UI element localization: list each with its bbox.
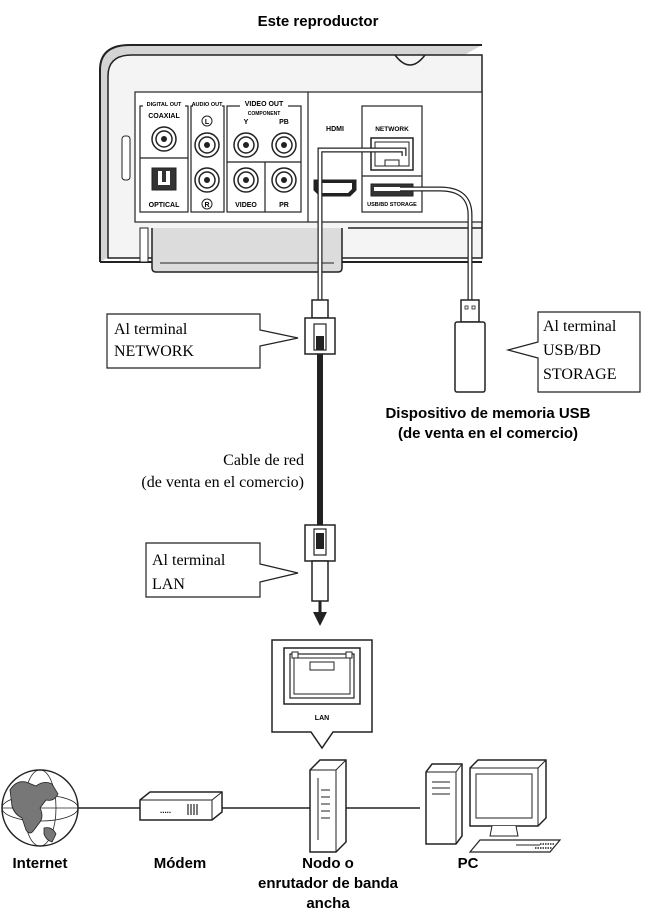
callout-usb-line1: Al terminal bbox=[543, 318, 617, 335]
network-connector-bottom bbox=[304, 524, 336, 626]
usb-device-caption-line2: (de venta en el comercio) bbox=[398, 425, 578, 442]
label-comp-pr: PR bbox=[279, 202, 289, 209]
pc-icon bbox=[425, 759, 562, 853]
usb-device-caption-line1: Dispositivo de memoria USB bbox=[385, 405, 590, 422]
label-network: NETWORK bbox=[375, 126, 409, 133]
label-usb-storage: USB/BD STORAGE bbox=[367, 202, 417, 208]
label-router-line3: ancha bbox=[306, 895, 350, 912]
callout-network: Al terminal NETWORK bbox=[106, 313, 299, 369]
label-comp-pb: PB bbox=[279, 119, 289, 126]
callout-lan: Al terminal LAN bbox=[145, 542, 299, 598]
modem-icon: ..... bbox=[139, 791, 223, 821]
cable-caption-line2: (de venta en el comercio) bbox=[141, 474, 304, 491]
cable-caption-line1: Cable de red bbox=[223, 452, 304, 469]
label-coaxial: COAXIAL bbox=[148, 113, 180, 120]
label-router-line1: Nodo o bbox=[302, 855, 354, 872]
label-video: VIDEO bbox=[235, 202, 257, 209]
label-audio-r: R bbox=[204, 202, 209, 209]
network-connector-top bbox=[304, 299, 336, 355]
label-pc: PC bbox=[458, 855, 479, 872]
callout-lan-line1: Al terminal bbox=[152, 552, 226, 569]
label-component: COMPONENT bbox=[248, 111, 281, 117]
lan-port-zoom: LAN bbox=[271, 639, 373, 750]
usb-memory-stick bbox=[454, 299, 486, 393]
label-video-out: VIDEO OUT bbox=[245, 101, 284, 108]
callout-usb: Al terminal USB/BD STORAGE bbox=[505, 311, 641, 393]
callout-usb-line3: STORAGE bbox=[543, 366, 617, 383]
label-audio-l: L bbox=[205, 119, 210, 126]
label-audio-out: AUDIO OUT bbox=[192, 102, 224, 108]
callout-usb-line2: USB/BD bbox=[543, 342, 601, 359]
callout-network-line1: Al terminal bbox=[114, 321, 188, 338]
diagram-title: Este reproductor bbox=[258, 13, 379, 30]
label-modem: Módem bbox=[154, 855, 207, 872]
lan-port-label: LAN bbox=[315, 715, 329, 722]
svg-text:.....: ..... bbox=[160, 806, 171, 815]
label-internet: Internet bbox=[12, 855, 67, 872]
player-cables bbox=[317, 147, 473, 300]
player-unit: DIGITAL OUT COAXIAL OPTICAL AUDIO OUT L … bbox=[99, 44, 483, 273]
callout-lan-line2: LAN bbox=[152, 576, 185, 593]
globe-icon bbox=[1, 769, 79, 847]
label-digital-out: DIGITAL OUT bbox=[147, 102, 182, 108]
label-comp-y: Y bbox=[244, 119, 249, 126]
label-router-line2: enrutador de banda bbox=[258, 875, 399, 892]
callout-network-line2: NETWORK bbox=[114, 343, 194, 360]
label-hdmi: HDMI bbox=[326, 126, 344, 133]
router-icon bbox=[309, 759, 347, 853]
label-optical: OPTICAL bbox=[149, 202, 180, 209]
